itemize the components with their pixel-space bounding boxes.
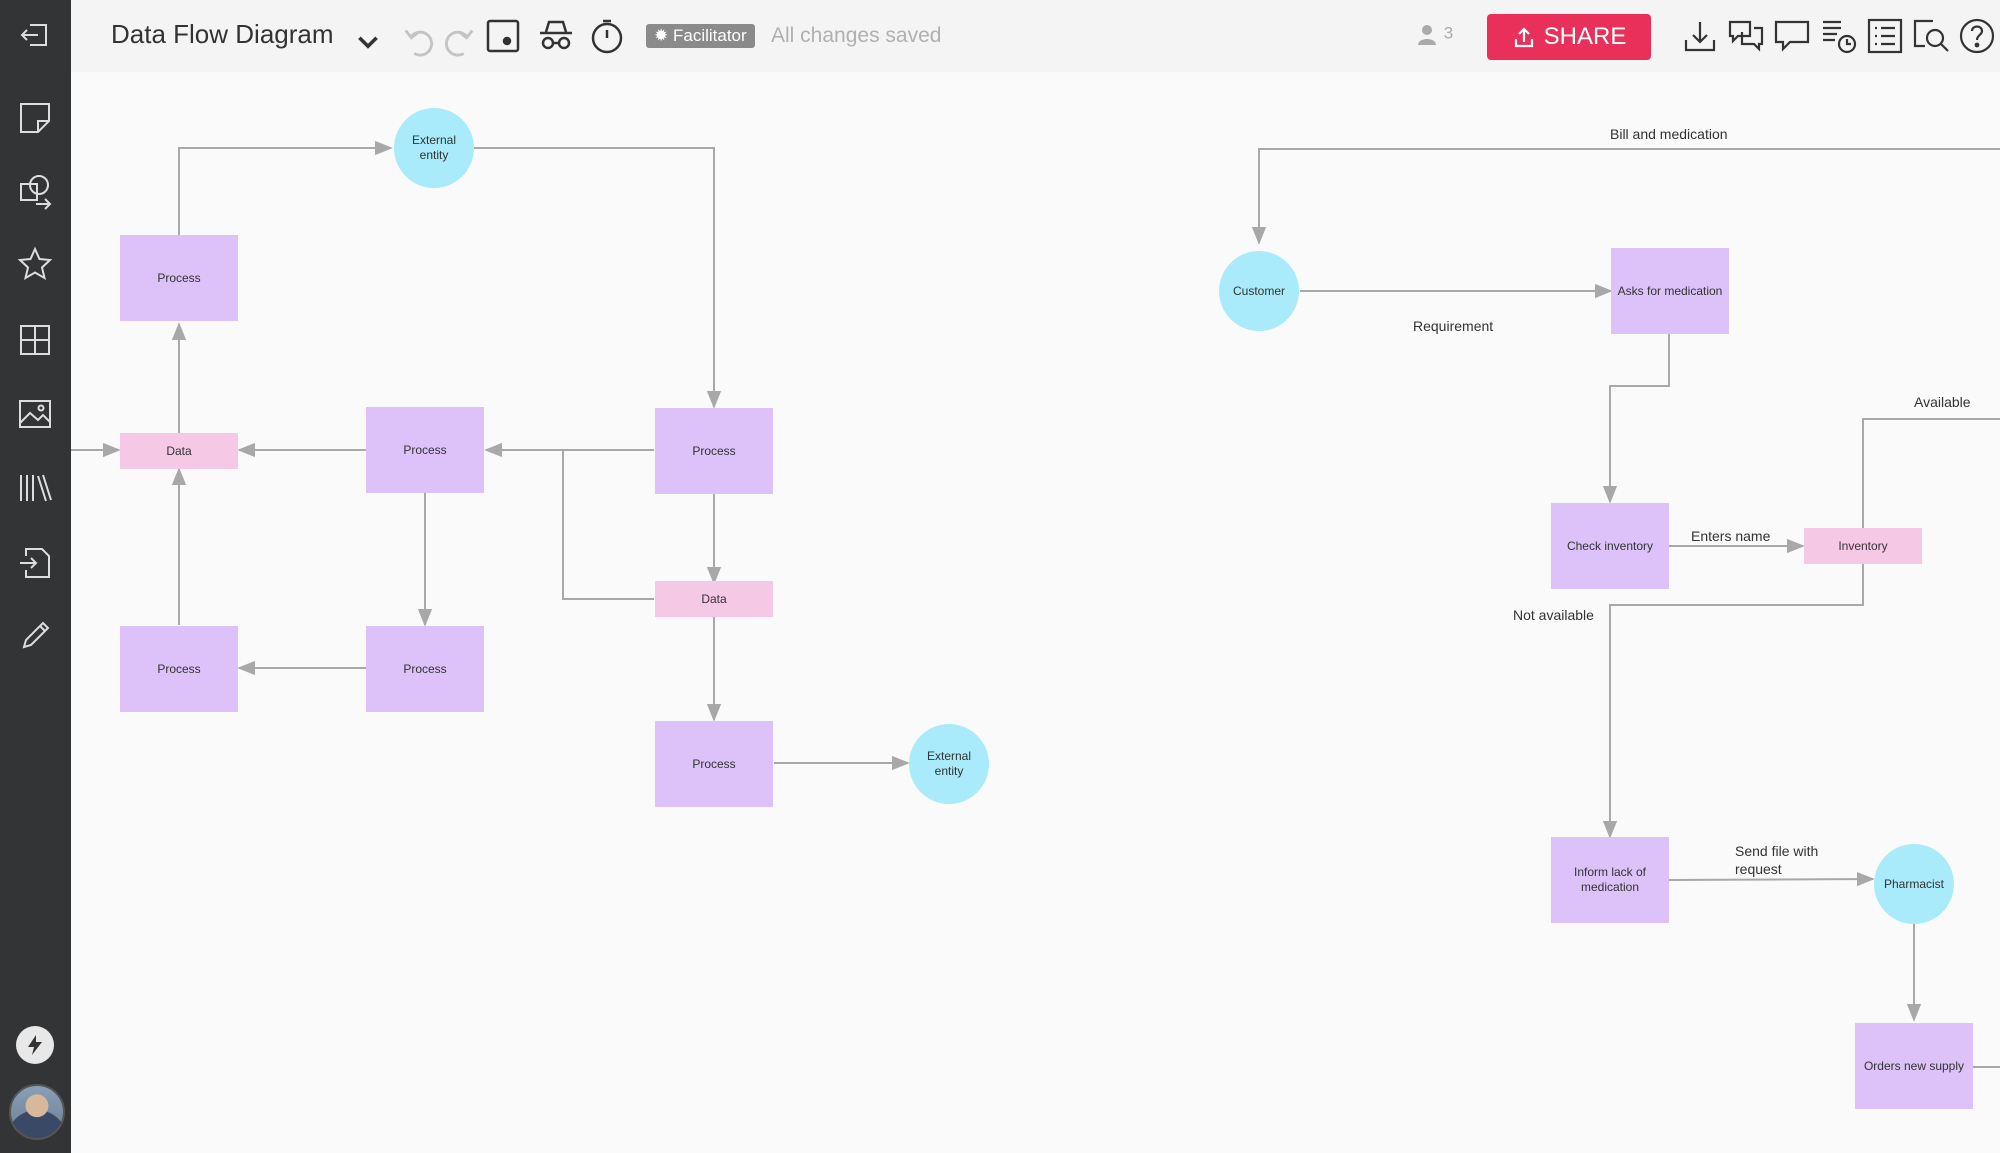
save-status: All changes saved <box>771 24 942 47</box>
process-node[interactable]: Process <box>120 626 238 712</box>
connector <box>1602 564 1864 839</box>
sticky-note-icon[interactable] <box>16 99 54 137</box>
activity-icon[interactable] <box>1819 16 1859 56</box>
timer-icon[interactable] <box>587 16 627 56</box>
edge-label: Bill and medication <box>1610 126 1728 142</box>
process-node[interactable]: Process <box>366 626 484 712</box>
comment-icon[interactable] <box>1772 16 1812 56</box>
orders-new-supply-process[interactable]: Orders new supply <box>1855 1023 1973 1109</box>
connector <box>1602 334 1670 504</box>
top-toolbar: Data Flow Diagram ✹ Facilitator All chan… <box>71 0 2000 72</box>
shapes-icon[interactable] <box>16 172 54 210</box>
focus-icon[interactable] <box>483 16 523 56</box>
edge-label: Enters name <box>1691 528 1771 544</box>
inventory-store[interactable]: Inventory <box>1804 528 1922 564</box>
data-store[interactable]: Data <box>120 433 238 469</box>
inform-lack-process[interactable]: Inform lack of medication <box>1551 837 1669 923</box>
edge-label: Available <box>1914 394 1971 410</box>
image-icon[interactable] <box>16 395 54 433</box>
redo-icon[interactable] <box>438 22 474 57</box>
edge-label: Not available <box>1513 607 1594 623</box>
share-button[interactable]: SHARE <box>1487 14 1651 60</box>
help-icon[interactable] <box>1957 16 1997 56</box>
upload-icon <box>1514 27 1533 48</box>
incognito-icon[interactable] <box>536 16 576 56</box>
user-icon <box>1418 25 1436 45</box>
library-icon[interactable] <box>16 469 54 507</box>
asks-for-medication-process[interactable]: Asks for medication <box>1611 248 1729 334</box>
online-users[interactable]: 3 <box>1415 22 1453 46</box>
connector <box>1668 871 1875 887</box>
diagram-canvas[interactable]: External entity Process Data Process Pro… <box>71 72 2000 1153</box>
connectors <box>71 140 2000 1068</box>
power-up-button[interactable] <box>16 1026 54 1064</box>
edge-label: Send file with request <box>1735 843 1819 877</box>
pharmacist-entity[interactable]: Pharmacist <box>1874 844 1954 924</box>
process-node[interactable]: Process <box>655 408 773 494</box>
customer-entity[interactable]: Customer <box>1219 251 1299 331</box>
chevron-down-icon[interactable] <box>348 22 378 50</box>
process-node[interactable]: Process <box>120 235 238 321</box>
connector <box>1862 418 2000 528</box>
edge-label: Requirement <box>1413 318 1494 334</box>
star-icon[interactable] <box>16 245 54 283</box>
outline-icon[interactable] <box>1865 16 1905 56</box>
process-node[interactable]: Process <box>655 721 773 807</box>
connector <box>178 140 393 235</box>
facilitator-label: Facilitator <box>672 26 747 45</box>
download-icon[interactable] <box>1680 16 1720 56</box>
chat-icon[interactable] <box>1726 16 1766 56</box>
facilitator-badge[interactable]: ✹ Facilitator <box>646 24 755 48</box>
gear-icon: ✹ <box>654 26 669 45</box>
data-store[interactable]: Data <box>655 581 773 617</box>
grid-icon[interactable] <box>16 321 54 359</box>
user-count: 3 <box>1443 23 1454 43</box>
check-inventory-process[interactable]: Check inventory <box>1551 503 1669 589</box>
connector <box>474 147 722 409</box>
board-title[interactable]: Data Flow Diagram <box>111 19 334 49</box>
undo-icon[interactable] <box>400 22 434 57</box>
external-entity[interactable]: External entity <box>909 724 989 804</box>
pencil-icon[interactable] <box>16 617 54 655</box>
share-label: SHARE <box>1543 23 1627 50</box>
lightning-icon <box>28 1035 42 1055</box>
import-icon[interactable] <box>16 544 54 582</box>
left-sidebar <box>0 0 71 1153</box>
connector <box>1251 148 2000 245</box>
exit-icon[interactable] <box>16 16 54 54</box>
external-entity[interactable]: External entity <box>394 108 474 188</box>
connector <box>562 450 654 600</box>
avatar[interactable] <box>9 1084 65 1140</box>
search-icon[interactable] <box>1911 16 1951 56</box>
process-node[interactable]: Process <box>366 407 484 493</box>
